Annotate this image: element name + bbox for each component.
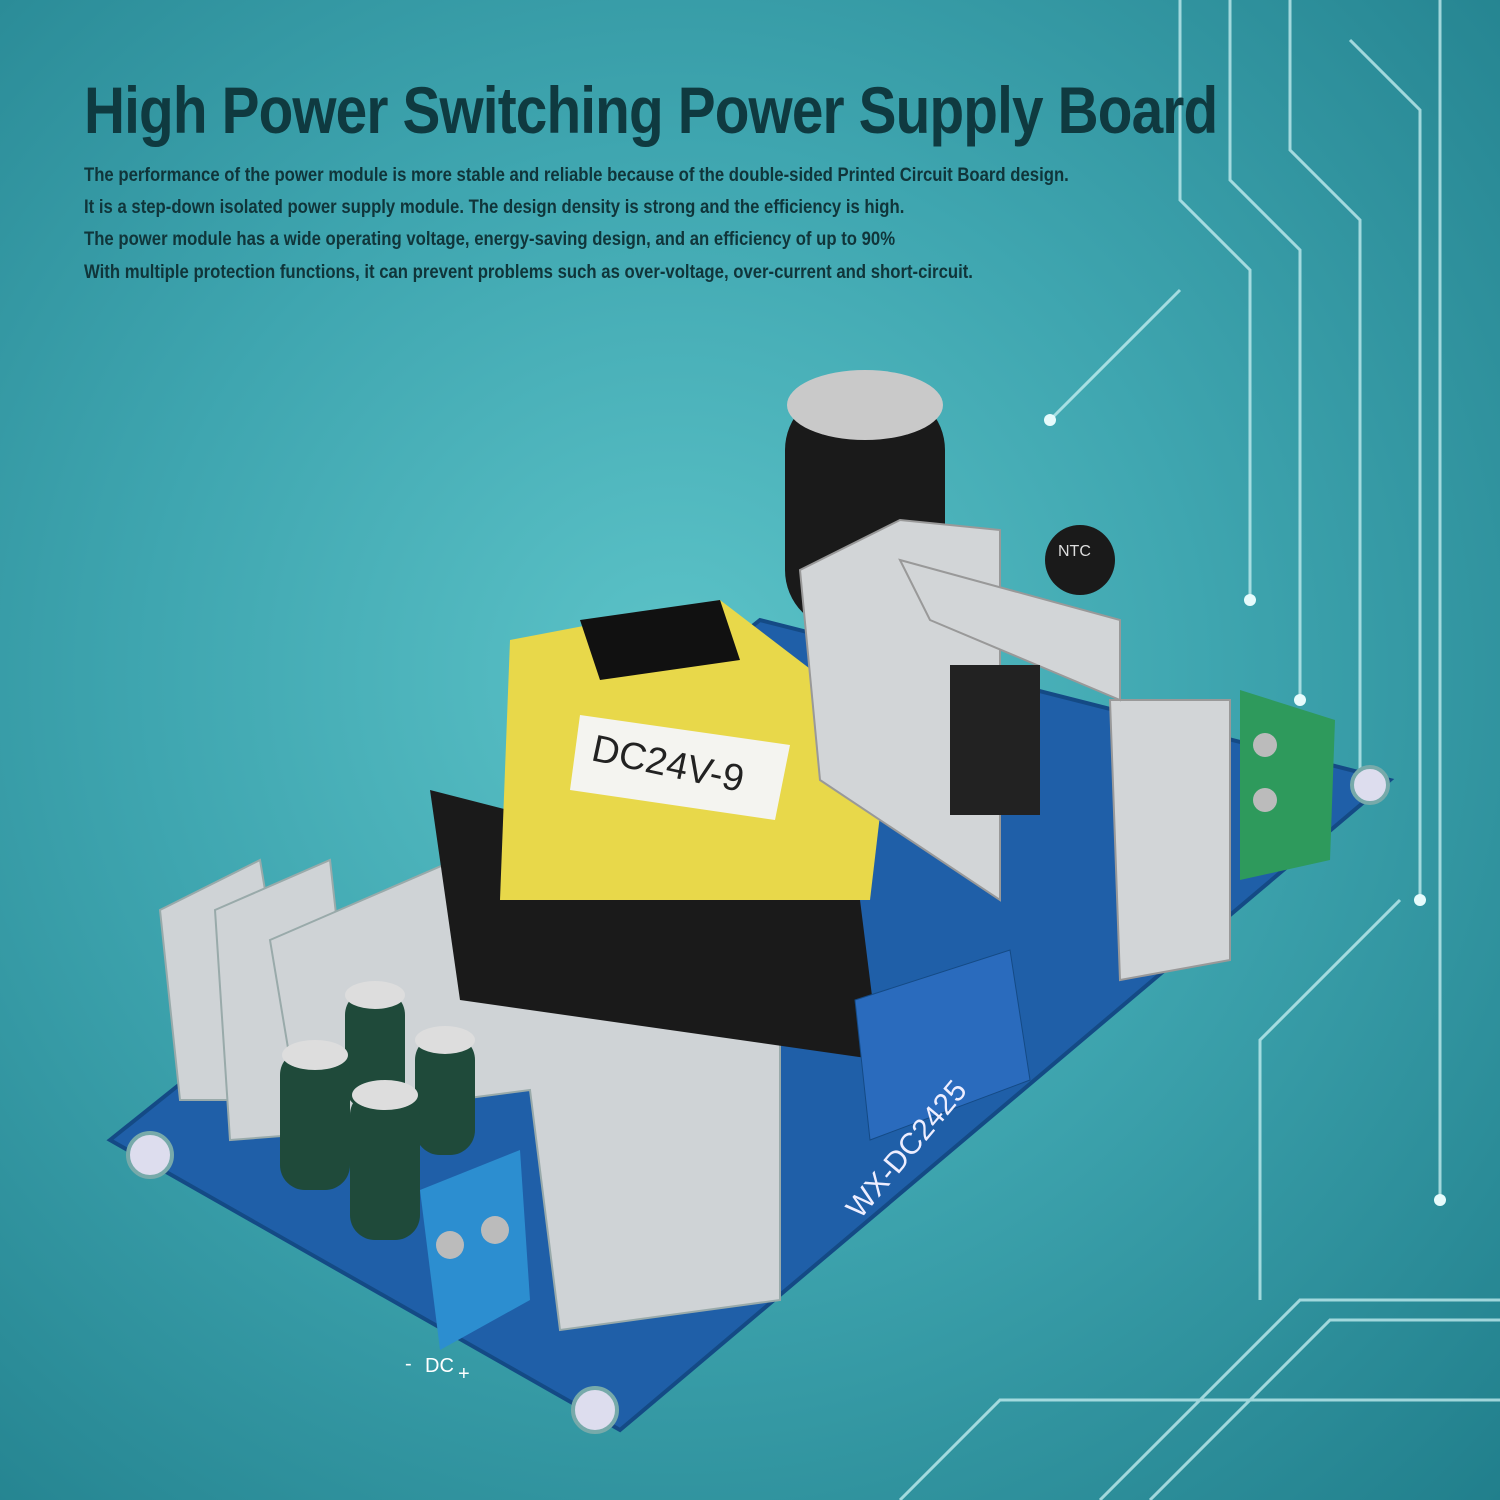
dc-minus-label: -: [405, 1353, 412, 1375]
ntc-thermistor: [1045, 525, 1115, 595]
mosfet: [950, 665, 1040, 815]
mount-hole: [571, 1386, 619, 1434]
transformer: [430, 600, 890, 1060]
page-title: High Power Switching Power Supply Board: [84, 73, 1218, 147]
mount-hole: [126, 1131, 174, 1179]
capacitors: [280, 981, 475, 1240]
input-terminal: [420, 1150, 530, 1350]
dc-label: DC: [425, 1355, 454, 1377]
ntc-label: NTC: [1058, 543, 1091, 560]
output-terminal: [1240, 690, 1335, 880]
feature-line: It is a step-down isolated power supply …: [84, 197, 905, 218]
feature-line: With multiple protection functions, it c…: [84, 262, 973, 283]
feature-line: The performance of the power module is m…: [84, 165, 1069, 186]
mount-hole: [1350, 765, 1390, 805]
dc-plus-label: +: [458, 1363, 470, 1385]
feature-line: The power module has a wide operating vo…: [84, 229, 896, 250]
control-board: [854, 949, 1031, 1141]
